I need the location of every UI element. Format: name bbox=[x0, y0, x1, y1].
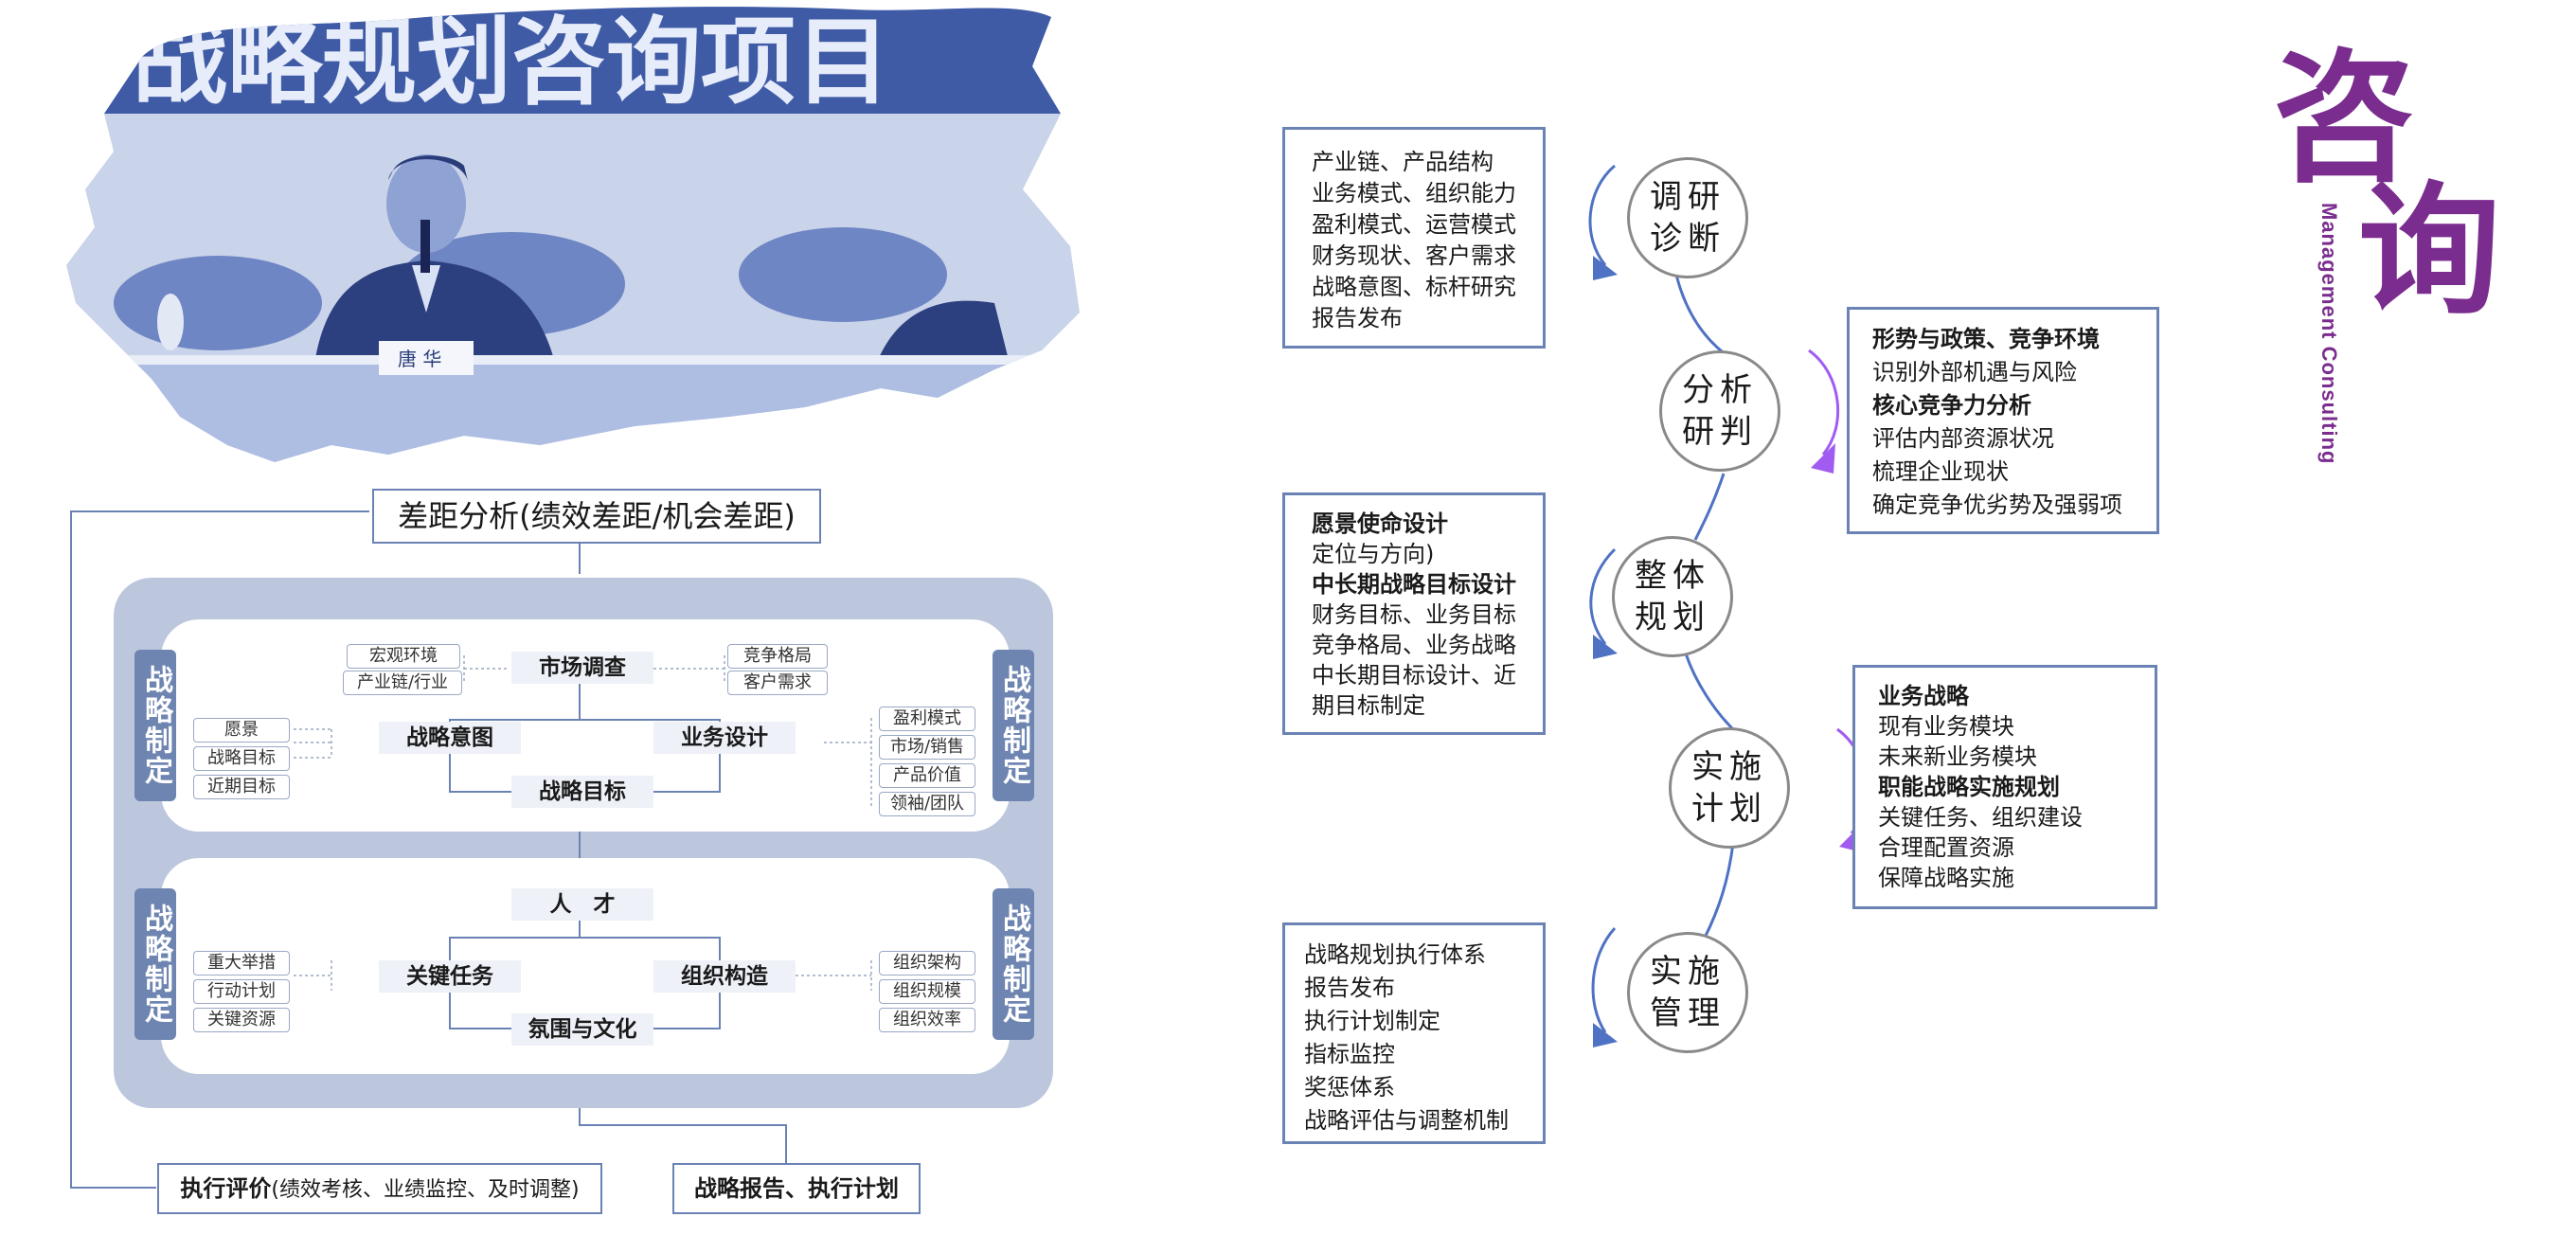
box5-line: 报告发布 bbox=[1304, 975, 1395, 1001]
node-market-research: 市场调查 bbox=[511, 652, 653, 684]
execution-evaluation-label: 执行评价 bbox=[180, 1175, 272, 1202]
node-org-structure: 组织构造 bbox=[653, 960, 796, 993]
side-label-bottom-left: 战略制定 bbox=[134, 888, 176, 1040]
item-org-architecture: 组织架构 bbox=[879, 951, 975, 975]
node-business-design: 业务设计 bbox=[653, 722, 796, 754]
box3-line: 中长期目标设计、近 bbox=[1312, 662, 1516, 689]
flow-step-implementation-mgmt: 实施 管理 bbox=[1627, 932, 1748, 1053]
box4-line: 保障战略实施 bbox=[1878, 865, 2014, 891]
item-strategic-target: 战略目标 bbox=[193, 746, 290, 771]
box2-line: 确定竞争优劣势及强弱项 bbox=[1872, 492, 2122, 518]
info-box-implementation-plan: 业务战略 现有业务模块 未来新业务模块 职能战略实施规划 关键任务、组织建设 合… bbox=[1852, 665, 2157, 909]
box2-line: 识别外部机遇与风险 bbox=[1872, 359, 2077, 385]
box5-line: 战略规划执行体系 bbox=[1304, 941, 1486, 968]
box2-line: 形势与政策、竞争环境 bbox=[1872, 326, 2100, 352]
box2-line: 评估内部资源状况 bbox=[1872, 425, 2054, 452]
side-label-top-right: 战略制定 bbox=[993, 650, 1034, 801]
item-competition: 竞争格局 bbox=[727, 644, 828, 669]
info-box-implementation-mgmt: 战略规划执行体系 报告发布 执行计划制定 指标监控 奖惩体系 战略评估与调整机制 bbox=[1282, 922, 1546, 1144]
node-key-tasks: 关键任务 bbox=[379, 960, 521, 993]
logo-char-1: 咨 bbox=[2273, 35, 2416, 202]
box5-line: 奖惩体系 bbox=[1304, 1074, 1395, 1101]
box3-line: 期目标制定 bbox=[1312, 692, 1425, 719]
item-short-term-goal: 近期目标 bbox=[193, 775, 290, 799]
flow-step-implementation-plan: 实施 计划 bbox=[1669, 727, 1790, 849]
execution-evaluation-detail: (绩效考核、业绩监控、及时调整) bbox=[271, 1178, 580, 1202]
flow-step-research: 调研 诊断 bbox=[1627, 157, 1748, 278]
item-action-plan: 行动计划 bbox=[193, 979, 290, 1004]
box3-line: 竞争格局、业务战略 bbox=[1312, 632, 1516, 658]
execution-evaluation-box: 执行评价(绩效考核、业绩监控、及时调整) bbox=[157, 1163, 602, 1214]
box4-line: 现有业务模块 bbox=[1878, 713, 2014, 740]
box1-line: 财务现状、客户需求 bbox=[1312, 242, 1516, 269]
box1-line: 产业链、产品结构 bbox=[1312, 149, 1494, 175]
info-box-planning: 愿景使命设计 定位与方向) 中长期战略目标设计 财务目标、业务目标 竞争格局、业… bbox=[1282, 492, 1546, 735]
node-culture: 氛围与文化 bbox=[511, 1013, 653, 1046]
node-strategic-intent: 战略意图 bbox=[379, 722, 521, 754]
gap-analysis-title: 差距分析(绩效差距/机会差距) bbox=[372, 489, 821, 544]
item-market-sales: 市场/销售 bbox=[879, 735, 975, 760]
box3-line: 中长期战略目标设计 bbox=[1312, 571, 1516, 598]
box5-line: 指标监控 bbox=[1304, 1041, 1395, 1067]
box3-line: 财务目标、业务目标 bbox=[1312, 601, 1516, 628]
flow-step-analysis-line1: 分析 bbox=[1682, 371, 1758, 409]
meeting-photo: 战略规划咨询项目 唐 华 bbox=[66, 0, 1089, 474]
item-vision: 愿景 bbox=[193, 718, 290, 743]
nameplate: 唐 华 bbox=[398, 348, 441, 370]
flow-step-analysis: 分析 研判 bbox=[1659, 350, 1780, 472]
flow-step-implementation-plan-line1: 实施 bbox=[1691, 748, 1767, 786]
box2-line: 核心竞争力分析 bbox=[1872, 392, 2031, 419]
box5-line: 执行计划制定 bbox=[1304, 1008, 1440, 1034]
logo-char-2: 询 bbox=[2358, 168, 2501, 334]
box1-line: 报告发布 bbox=[1312, 305, 1403, 331]
box2-line: 梳理企业现状 bbox=[1872, 458, 2009, 485]
flow-step-planning-line2: 规划 bbox=[1635, 599, 1710, 636]
box4-line: 合理配置资源 bbox=[1878, 834, 2014, 861]
flow-step-research-line2: 诊断 bbox=[1650, 220, 1726, 258]
item-leader-team: 领袖/团队 bbox=[879, 792, 975, 816]
box4-line: 关键任务、组织建设 bbox=[1878, 804, 2083, 831]
item-org-scale: 组织规模 bbox=[879, 979, 975, 1004]
box3-line: 定位与方向) bbox=[1312, 541, 1435, 567]
item-product-value: 产品价值 bbox=[879, 763, 975, 788]
box1-line: 战略意图、标杆研究 bbox=[1312, 274, 1516, 300]
logo-subtitle: Management Consulting bbox=[2317, 203, 2341, 465]
box5-line: 战略评估与调整机制 bbox=[1304, 1107, 1509, 1134]
item-profit-model: 盈利模式 bbox=[879, 707, 975, 731]
box4-line: 未来新业务模块 bbox=[1878, 743, 2037, 770]
info-box-analysis: 形势与政策、竞争环境 识别外部机遇与风险 核心竞争力分析 评估内部资源状况 梳理… bbox=[1847, 307, 2159, 534]
item-major-initiatives: 重大举措 bbox=[193, 951, 290, 975]
info-box-research: 产业链、产品结构 业务模式、组织能力 盈利模式、运营模式 财务现状、客户需求 战… bbox=[1282, 127, 1546, 349]
flow-step-planning: 整体 规划 bbox=[1612, 536, 1733, 657]
item-macro-environment: 宏观环境 bbox=[347, 644, 460, 669]
side-label-top-left: 战略制定 bbox=[134, 650, 176, 801]
inner-connectors bbox=[294, 655, 872, 1029]
flow-step-research-line1: 调研 bbox=[1650, 178, 1726, 216]
node-strategic-goal: 战略目标 bbox=[511, 776, 653, 808]
item-industry-chain: 产业链/行业 bbox=[343, 671, 462, 695]
flow-step-implementation-plan-line2: 计划 bbox=[1691, 790, 1767, 828]
box3-line: 愿景使命设计 bbox=[1312, 510, 1448, 537]
item-customer-demand: 客户需求 bbox=[727, 671, 828, 695]
flow-step-analysis-line2: 研判 bbox=[1682, 413, 1758, 451]
box4-line: 业务战略 bbox=[1878, 683, 1969, 709]
item-key-resources: 关键资源 bbox=[193, 1008, 290, 1032]
node-talent: 人 才 bbox=[511, 888, 653, 921]
flow-step-implementation-mgmt-line2: 管理 bbox=[1650, 994, 1726, 1032]
flow-step-planning-line1: 整体 bbox=[1635, 557, 1710, 595]
box4-line: 职能战略实施规划 bbox=[1878, 774, 2060, 800]
item-org-efficiency: 组织效率 bbox=[879, 1008, 975, 1032]
side-label-bottom-right: 战略制定 bbox=[993, 888, 1034, 1040]
strategy-report-box: 战略报告、执行计划 bbox=[672, 1163, 921, 1214]
box1-line: 业务模式、组织能力 bbox=[1312, 180, 1516, 206]
flow-step-implementation-mgmt-line1: 实施 bbox=[1650, 953, 1726, 991]
box1-line: 盈利模式、运营模式 bbox=[1312, 211, 1516, 238]
